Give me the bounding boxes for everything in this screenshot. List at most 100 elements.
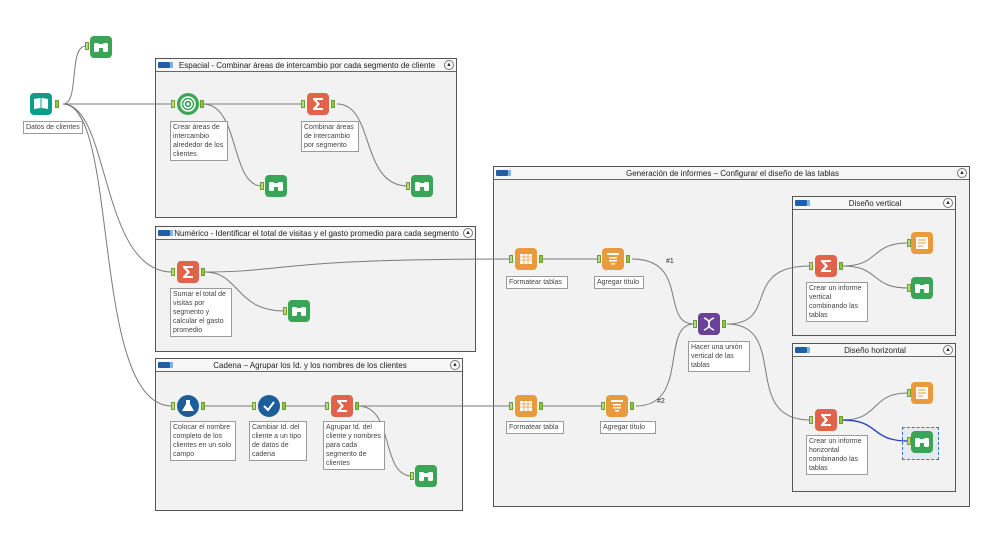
add-title-tool-1[interactable] <box>602 248 624 270</box>
browse-tool-vertical[interactable] <box>911 277 933 299</box>
browse-tool-numeric[interactable] <box>288 300 310 322</box>
binoculars-browse-icon <box>292 307 306 316</box>
container-title: Cadena – Agrupar los Id. y los nombres d… <box>213 361 407 370</box>
container-header[interactable]: Espacial - Combinar áreas de intercambio… <box>156 59 456 72</box>
output-anchor[interactable] <box>201 268 205 276</box>
container-badge-icon <box>158 362 173 368</box>
annotation-union: Hacer una unión vertical de las tablas <box>688 341 750 372</box>
input-anchor[interactable] <box>907 389 911 397</box>
binoculars-browse-icon <box>269 182 283 191</box>
input-anchor[interactable] <box>252 402 256 410</box>
input-anchor[interactable] <box>809 416 813 424</box>
output-anchor[interactable] <box>839 262 843 270</box>
container-header[interactable]: Diseño horizontal ▲ <box>793 344 955 357</box>
browse-tool-cadena[interactable] <box>415 465 437 487</box>
sigma-summarize-icon <box>821 260 831 272</box>
dna-union-icon <box>703 317 715 331</box>
sigma-summarize-icon <box>821 414 831 426</box>
input-anchor[interactable] <box>509 402 513 410</box>
checkmark-select-icon <box>263 401 275 412</box>
input-anchor[interactable] <box>301 100 305 108</box>
format-tables-tool[interactable] <box>515 248 537 270</box>
annotation-vertical-report: Crear un informe vertical combinando las… <box>806 282 868 322</box>
output-anchor[interactable] <box>355 402 359 410</box>
browse-tool-horizontal[interactable] <box>911 431 933 453</box>
union-tool[interactable] <box>698 313 720 335</box>
annotation-sum-visits: Sumar el total de visitas por segmento y… <box>170 288 232 337</box>
container-header[interactable]: Numérico - Identificar el total de visit… <box>156 227 475 240</box>
input-anchor[interactable] <box>171 268 175 276</box>
input-anchor[interactable] <box>601 402 605 410</box>
annotation-combine-areas: Combinar áreas de intercambio por segmen… <box>301 121 359 152</box>
horizontal-report-summarize-tool[interactable] <box>815 409 837 431</box>
browse-tool-combine[interactable] <box>411 175 433 197</box>
output-anchor[interactable] <box>722 320 726 328</box>
book-input-icon <box>34 98 48 109</box>
input-anchor[interactable] <box>410 472 414 480</box>
annotation-horizontal-report: Crear un informe horizontal combinando l… <box>806 435 868 475</box>
flask-formula-icon <box>182 400 194 411</box>
output-anchor[interactable] <box>539 402 543 410</box>
input-anchor[interactable] <box>907 437 911 445</box>
container-header[interactable]: Diseño vertical ▲ <box>793 197 955 210</box>
collapse-icon[interactable]: ▲ <box>943 345 953 355</box>
input-anchor[interactable] <box>809 262 813 270</box>
select-tool[interactable] <box>258 395 280 417</box>
collapse-icon[interactable]: ▲ <box>444 60 454 70</box>
container-header[interactable]: Cadena – Agrupar los Id. y los nombres d… <box>156 359 462 372</box>
vertical-report-summarize-tool[interactable] <box>815 255 837 277</box>
output-anchor[interactable] <box>630 402 634 410</box>
sum-visits-summarize-tool[interactable] <box>177 261 199 283</box>
collapse-icon[interactable]: ▲ <box>957 168 967 178</box>
formula-tool[interactable] <box>177 395 199 417</box>
binoculars-browse-icon <box>419 472 433 481</box>
output-anchor[interactable] <box>200 100 204 108</box>
render-tool-vertical[interactable] <box>911 232 933 254</box>
annotation-group: Agrupar Id. del cliente y nombres para c… <box>323 421 385 470</box>
input-anchor[interactable] <box>260 182 264 190</box>
container-header[interactable]: Generación de informes – Configurar el d… <box>494 167 969 180</box>
collapse-icon[interactable]: ▲ <box>463 228 473 238</box>
input-data-tool[interactable] <box>30 93 52 115</box>
input-anchor[interactable] <box>693 320 697 328</box>
table-tool-icon <box>520 254 532 264</box>
output-anchor[interactable] <box>201 402 205 410</box>
input-anchor[interactable] <box>325 402 329 410</box>
input-anchor[interactable] <box>907 284 911 292</box>
output-anchor[interactable] <box>282 402 286 410</box>
group-summarize-tool[interactable] <box>331 395 353 417</box>
output-anchor[interactable] <box>839 416 843 424</box>
annotation-format-table: Formatear tabla <box>506 421 564 434</box>
document-render-icon <box>916 387 928 399</box>
container-title: Numérico - Identificar el total de visit… <box>174 229 459 238</box>
browse-tool-trade-area[interactable] <box>265 175 287 197</box>
container-badge-icon <box>158 62 173 68</box>
binoculars-browse-icon <box>415 182 429 191</box>
input-anchor[interactable] <box>509 255 513 263</box>
add-title-tool-2[interactable] <box>606 395 628 417</box>
combine-areas-summarize-tool[interactable] <box>307 93 329 115</box>
render-tool-horizontal[interactable] <box>911 382 933 404</box>
input-anchor[interactable] <box>85 42 89 50</box>
output-anchor[interactable] <box>626 255 630 263</box>
trade-area-tool[interactable] <box>177 93 199 115</box>
annotation-add-title-1: Agregar título <box>594 276 644 289</box>
collapse-icon[interactable]: ▲ <box>450 360 460 370</box>
input-anchor[interactable] <box>171 100 175 108</box>
annotation-input: Datos de clientes <box>23 121 83 134</box>
input-anchor[interactable] <box>406 182 410 190</box>
input-anchor[interactable] <box>597 255 601 263</box>
sigma-summarize-icon <box>313 98 323 110</box>
document-render-icon <box>916 237 928 249</box>
input-anchor[interactable] <box>907 239 911 247</box>
wire-label-2: #2 <box>657 398 665 405</box>
collapse-icon[interactable]: ▲ <box>943 198 953 208</box>
input-anchor[interactable] <box>283 307 287 315</box>
output-anchor[interactable] <box>331 100 335 108</box>
format-table-tool[interactable] <box>515 395 537 417</box>
output-anchor[interactable] <box>539 255 543 263</box>
output-anchor[interactable] <box>55 100 59 108</box>
browse-tool-top[interactable] <box>90 36 112 58</box>
input-anchor[interactable] <box>171 402 175 410</box>
